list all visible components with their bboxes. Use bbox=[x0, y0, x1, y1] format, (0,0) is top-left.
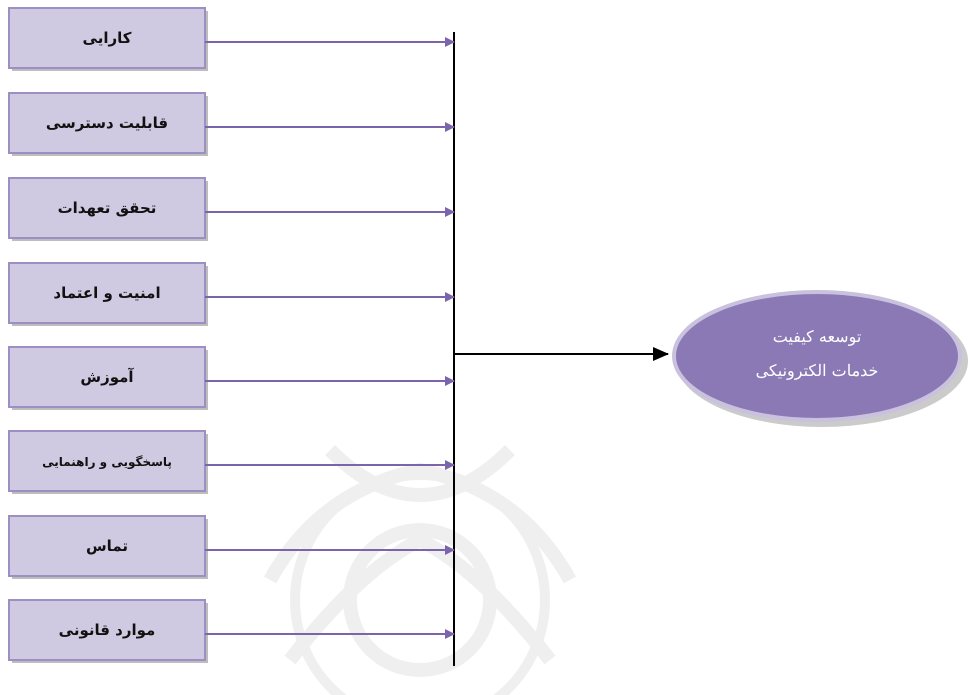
factor-box bbox=[8, 7, 206, 69]
factor-label: تماس bbox=[86, 537, 128, 555]
factor-label: قابلیت دسترسی bbox=[46, 114, 168, 132]
factor-label: تحقق تعهدات bbox=[58, 199, 157, 217]
factor-label: موارد قانونی bbox=[59, 621, 156, 639]
factor-label: کارایی bbox=[83, 29, 132, 47]
factor-box bbox=[8, 262, 206, 324]
factor-label: امنیت و اعتماد bbox=[53, 284, 160, 302]
factor-item: آموزش bbox=[8, 346, 455, 410]
factor-box bbox=[8, 177, 206, 239]
factor-box bbox=[8, 92, 206, 154]
goal-line-1: توسعه کیفیت bbox=[773, 327, 862, 346]
goal-ellipse bbox=[672, 290, 962, 422]
factor-item: تحقق تعهدات bbox=[8, 177, 455, 241]
factor-box bbox=[8, 430, 206, 492]
factor-item: موارد قانونی bbox=[8, 599, 455, 663]
factor-box bbox=[8, 599, 206, 661]
watermark-seal bbox=[263, 445, 577, 695]
factor-label: پاسخگویی و راهنمایی bbox=[42, 455, 172, 470]
factor-box bbox=[8, 346, 206, 408]
factor-box bbox=[8, 515, 206, 577]
factor-item: کارایی bbox=[8, 7, 455, 71]
factor-item: امنیت و اعتماد bbox=[8, 262, 455, 326]
goal-node: توسعه کیفیت خدمات الکترونیکی bbox=[672, 290, 968, 427]
factor-item: تماس bbox=[8, 515, 455, 579]
goal-line-2: خدمات الکترونیکی bbox=[756, 361, 879, 380]
factor-label: آموزش bbox=[80, 368, 134, 386]
factor-item: قابلیت دسترسی bbox=[8, 92, 455, 156]
factor-item: پاسخگویی و راهنمایی bbox=[8, 430, 455, 494]
factors-group: کارایی قابلیت دسترسی تحقق تعهدات امنیت و اع… bbox=[8, 7, 455, 663]
